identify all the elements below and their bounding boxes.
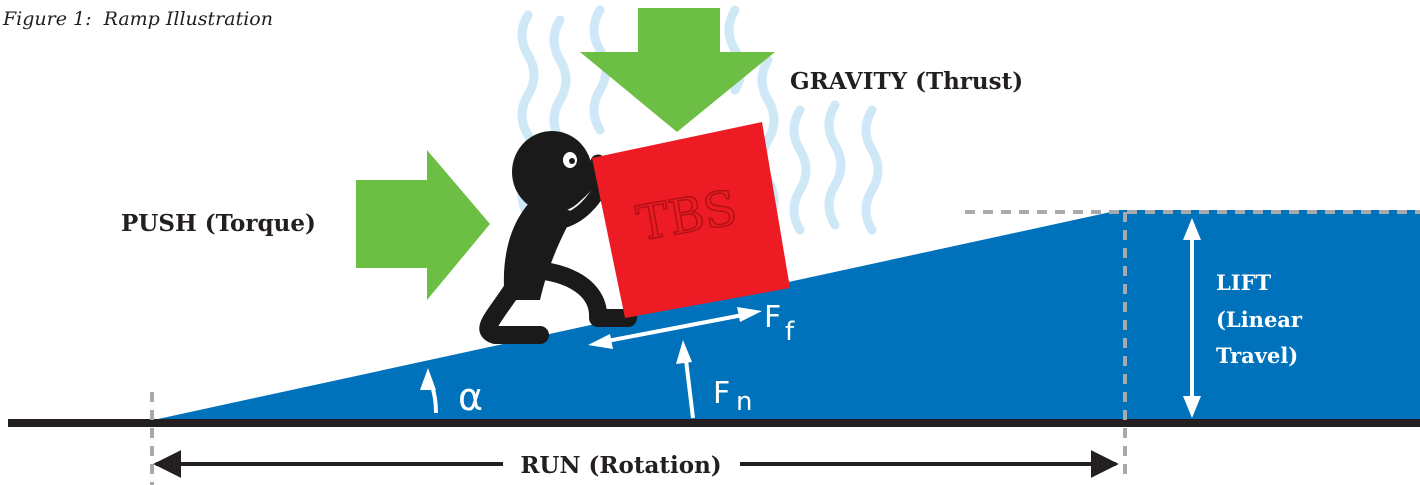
- lift-arrow: [1183, 218, 1201, 418]
- lift-label-line1: LIFT: [1216, 270, 1271, 295]
- angle-arrow: [420, 368, 438, 414]
- gravity-label: GRAVITY (Thrust): [790, 68, 1023, 95]
- normal-force-label: F: [713, 376, 730, 411]
- figure-caption: Figure 1: Ramp Illustration: [3, 8, 273, 30]
- friction-label: F: [764, 300, 781, 335]
- push-label: PUSH (Torque): [121, 210, 316, 237]
- dashed-guides: [150, 210, 1420, 485]
- lift-label-line3: Travel): [1216, 343, 1298, 368]
- friction-subscript: f: [785, 317, 795, 347]
- run-label: RUN (Rotation): [520, 452, 721, 479]
- friction-arrow: [588, 307, 762, 349]
- normal-force-subscript: n: [736, 387, 752, 417]
- push-arrow: [356, 150, 490, 300]
- tbs-box-icon: TBS: [592, 122, 790, 318]
- normal-force-arrow: [676, 340, 695, 419]
- angle-label: α: [458, 375, 483, 419]
- gravity-arrow: [580, 8, 775, 132]
- ramp: [158, 210, 1420, 419]
- lift-label-line2: (Linear: [1216, 307, 1303, 332]
